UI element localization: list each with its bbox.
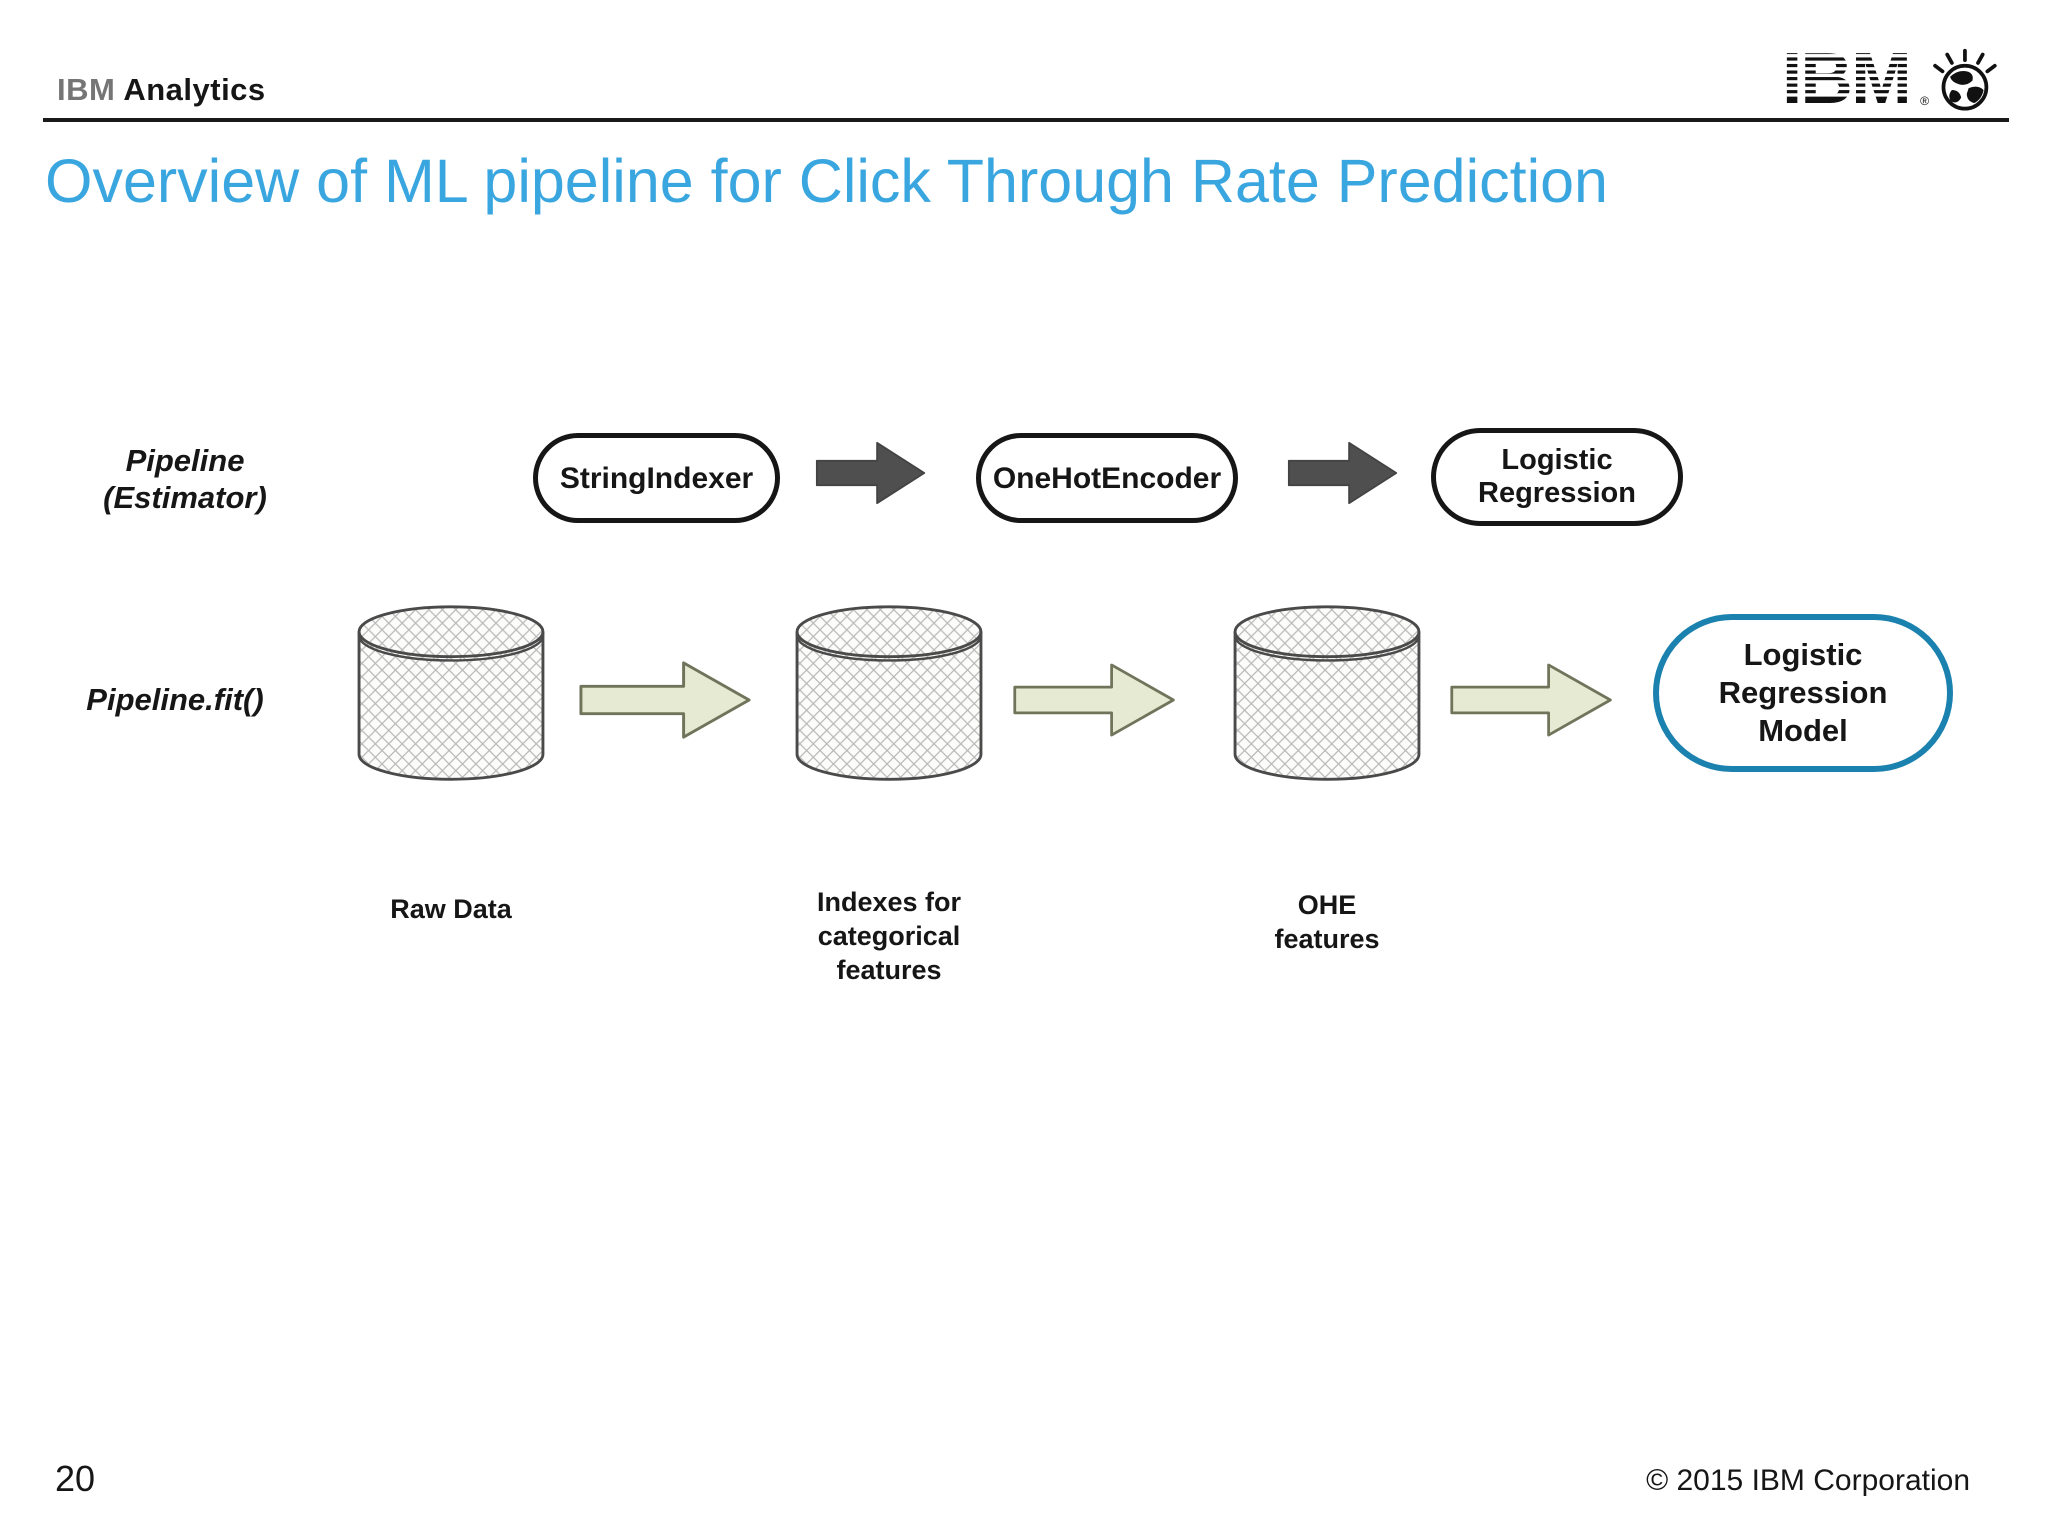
- ibm-wordmark: IBM ®: [1780, 38, 1929, 118]
- copyright-text: © 2015 IBM Corporation: [1646, 1464, 1970, 1497]
- arrow-right-icon: [577, 656, 755, 744]
- arrow-right-icon: [1449, 658, 1615, 742]
- globe-icon: [1933, 48, 1997, 111]
- header-divider: [43, 118, 2009, 122]
- cylinder-label-indexes: Indexes for categorical features: [816, 887, 962, 985]
- database-cylinder-icon: [1231, 603, 1423, 785]
- node-logistic-regression: Logistic Regression: [1431, 428, 1683, 526]
- node-onehotencoder: OneHotEncoder: [976, 433, 1238, 523]
- estimator-row-label: Pipeline (Estimator): [103, 443, 267, 515]
- ibm-logo: IBM ®: [1778, 34, 2010, 118]
- arrow-right-icon: [815, 438, 928, 508]
- database-cylinder-icon: [355, 603, 547, 785]
- node-logistic-regression-model: Logistic Regression Model: [1653, 614, 1953, 772]
- arrow-right-icon: [1287, 438, 1400, 508]
- database-cylinder-icon: [793, 603, 985, 785]
- cylinder-label-raw-data: Raw Data: [390, 894, 512, 924]
- fit-row-label: Pipeline.fit(): [86, 682, 264, 717]
- arrow-right-icon: [1012, 658, 1178, 742]
- node-stringindexer: StringIndexer: [533, 433, 780, 523]
- cylinder-label-ohe: OHE features: [1274, 890, 1380, 954]
- brand-ibm-text: IBM: [57, 72, 116, 107]
- page-number: 20: [55, 1458, 96, 1499]
- page-title: Overview of ML pipeline for Click Throug…: [45, 147, 1608, 215]
- svg-text:IBM: IBM: [1782, 38, 1910, 118]
- brand-product-text: Analytics: [123, 72, 266, 107]
- trademark-symbol: ®: [1920, 94, 1929, 108]
